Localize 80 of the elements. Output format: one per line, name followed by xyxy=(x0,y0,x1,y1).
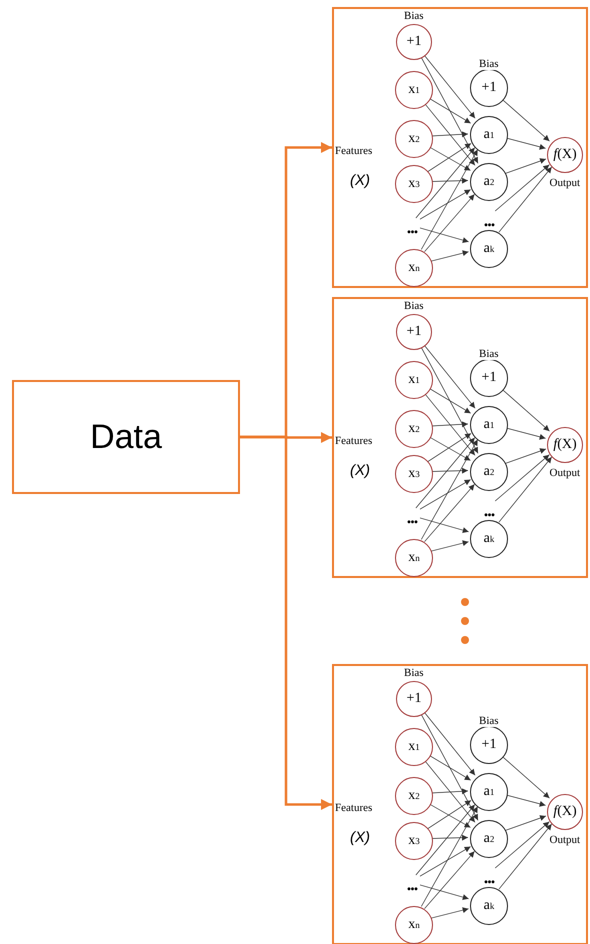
arrow xyxy=(430,178,468,184)
output-label: Output xyxy=(550,835,580,846)
arrow xyxy=(420,806,478,907)
arrow xyxy=(422,710,476,776)
arrow xyxy=(420,846,471,877)
output-label: Output xyxy=(550,468,580,479)
network-panel xyxy=(332,297,588,578)
arrow xyxy=(500,755,550,798)
network-panel xyxy=(332,7,588,288)
bias-label: Bias xyxy=(404,11,424,22)
arrow xyxy=(422,54,476,119)
bias-label: Bias xyxy=(479,59,499,70)
features-label: Features xyxy=(335,436,372,447)
data-box: Data xyxy=(12,380,240,494)
arrow xyxy=(504,158,546,174)
arrow xyxy=(430,131,468,138)
arrow xyxy=(420,479,471,510)
output-neuron: f(X) xyxy=(547,794,583,830)
bias-label: Bias xyxy=(404,301,424,312)
arrow xyxy=(430,788,468,794)
arrow xyxy=(424,759,476,823)
output-label: Output xyxy=(550,178,580,189)
ellipsis-text: ... xyxy=(400,218,424,236)
arrow xyxy=(240,436,332,810)
bias-neuron: +1 xyxy=(396,681,432,717)
arrow xyxy=(494,164,550,212)
arrow xyxy=(424,102,476,166)
arrow xyxy=(422,344,476,409)
bias-label: Bias xyxy=(404,668,424,679)
ellipsis-text: ... xyxy=(400,875,424,893)
arrow xyxy=(416,147,476,218)
arrow xyxy=(430,834,468,841)
bias-neuron: +1 xyxy=(470,359,508,397)
ellipsis-text: ... xyxy=(400,508,424,526)
arrow xyxy=(494,821,550,868)
bias-label: Bias xyxy=(479,716,499,727)
arrow xyxy=(420,518,470,534)
bias-neuron: +1 xyxy=(396,24,432,60)
arrow xyxy=(498,166,552,233)
arrow xyxy=(420,346,478,454)
arrow xyxy=(416,437,476,508)
arrow xyxy=(424,392,476,456)
ellipsis-text: ... xyxy=(477,501,501,519)
arrow xyxy=(420,712,478,821)
arrow xyxy=(420,439,478,540)
bias-neuron: +1 xyxy=(396,314,432,350)
arrow xyxy=(430,540,469,552)
output-neuron: f(X) xyxy=(547,427,583,463)
features-symbol: (X) xyxy=(350,173,370,188)
arrow xyxy=(498,824,552,890)
network-panel xyxy=(332,664,588,944)
arrow xyxy=(424,484,475,542)
arrow xyxy=(424,850,475,910)
arrow xyxy=(430,250,469,262)
bias-neuron: +1 xyxy=(470,726,508,764)
arrow xyxy=(430,468,468,474)
arrow xyxy=(420,884,470,900)
ellipsis-text: ... xyxy=(477,868,501,886)
bias-label: Bias xyxy=(479,349,499,360)
arrow xyxy=(494,454,550,502)
output-neuron: f(X) xyxy=(547,137,583,173)
arrow xyxy=(416,804,476,876)
arrow xyxy=(420,56,478,164)
arrow xyxy=(504,448,546,464)
arrow xyxy=(500,388,550,432)
features-symbol: (X) xyxy=(350,830,370,845)
arrow xyxy=(504,815,546,831)
arrow xyxy=(498,456,552,523)
bias-neuron: +1 xyxy=(470,69,508,107)
features-symbol: (X) xyxy=(350,463,370,478)
arrow xyxy=(430,421,468,428)
ellipsis-text: ... xyxy=(477,211,501,229)
arrow xyxy=(500,98,550,142)
features-label: Features xyxy=(335,803,372,814)
features-label: Features xyxy=(335,146,372,157)
arrow xyxy=(420,228,470,244)
arrow xyxy=(424,194,475,252)
arrow xyxy=(420,189,471,220)
arrow xyxy=(420,149,478,250)
arrow xyxy=(430,907,469,919)
